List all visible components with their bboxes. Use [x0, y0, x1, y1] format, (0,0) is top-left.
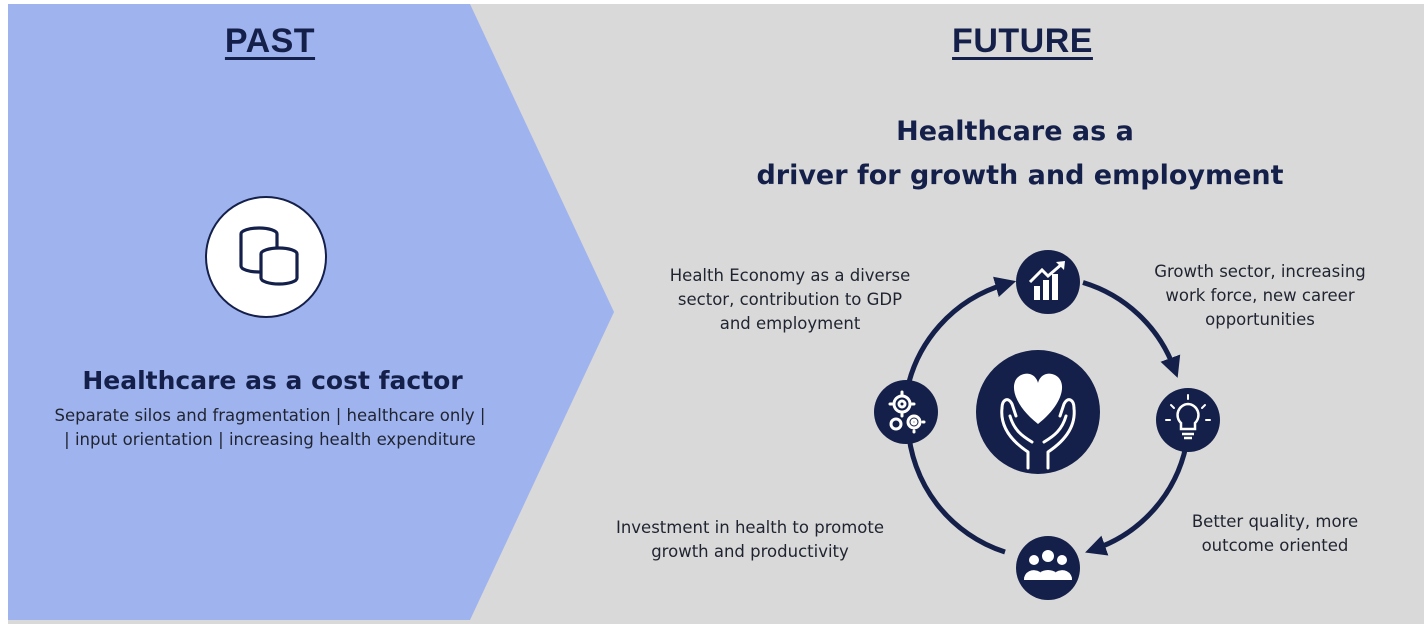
lightbulb-icon: [1156, 388, 1220, 452]
cycle-label-investment-line2: growth and productivity: [651, 542, 849, 561]
future-title-line2: driver for growth and employment: [756, 160, 1284, 191]
gears-icon: [874, 380, 938, 444]
cycle-label-quality-line1: Better quality, more: [1191, 512, 1359, 531]
cycle-label-growth-line2: work force, new career: [1165, 286, 1355, 305]
growth-chart-icon: [1016, 250, 1080, 314]
cycle-label-gdp-line3: and employment: [719, 314, 861, 333]
cycle-arrow-4: [903, 276, 1017, 397]
cycle-label-gdp-line2: sector, contribution to GDP: [677, 290, 903, 309]
past-description-line2: | input orientation | increasing health …: [64, 430, 476, 449]
past-heading: PAST: [224, 22, 316, 60]
cycle-label-gdp-line1: Health Economy as a diverse: [669, 266, 911, 285]
cycle-label-growth-line1: Growth sector, increasing: [1154, 262, 1366, 281]
cycle-label-growth-line3: opportunities: [1205, 310, 1315, 329]
cycle-arrow-2: [1085, 445, 1189, 556]
people-group-icon: [1016, 536, 1080, 600]
past-chevron: [8, 4, 614, 620]
coins-icon: [239, 226, 299, 286]
future-title-line1: Healthcare as a: [896, 116, 1134, 147]
cycle-arrow-3: [898, 415, 1006, 555]
cycle-arrow-1: [1082, 280, 1181, 378]
past-description-line1: Separate silos and fragmentation | healt…: [54, 406, 486, 425]
cycle-diagram: [874, 250, 1220, 600]
heart-in-hands-icon: [976, 350, 1100, 474]
coins-icon-circle: [205, 196, 327, 318]
cycle-label-quality-line2: outcome oriented: [1201, 536, 1349, 555]
cycle-label-investment-line1: Investment in health to promote: [615, 518, 885, 537]
future-heading: FUTURE: [952, 22, 1093, 60]
past-title: Healthcare as a cost factor: [82, 366, 463, 395]
